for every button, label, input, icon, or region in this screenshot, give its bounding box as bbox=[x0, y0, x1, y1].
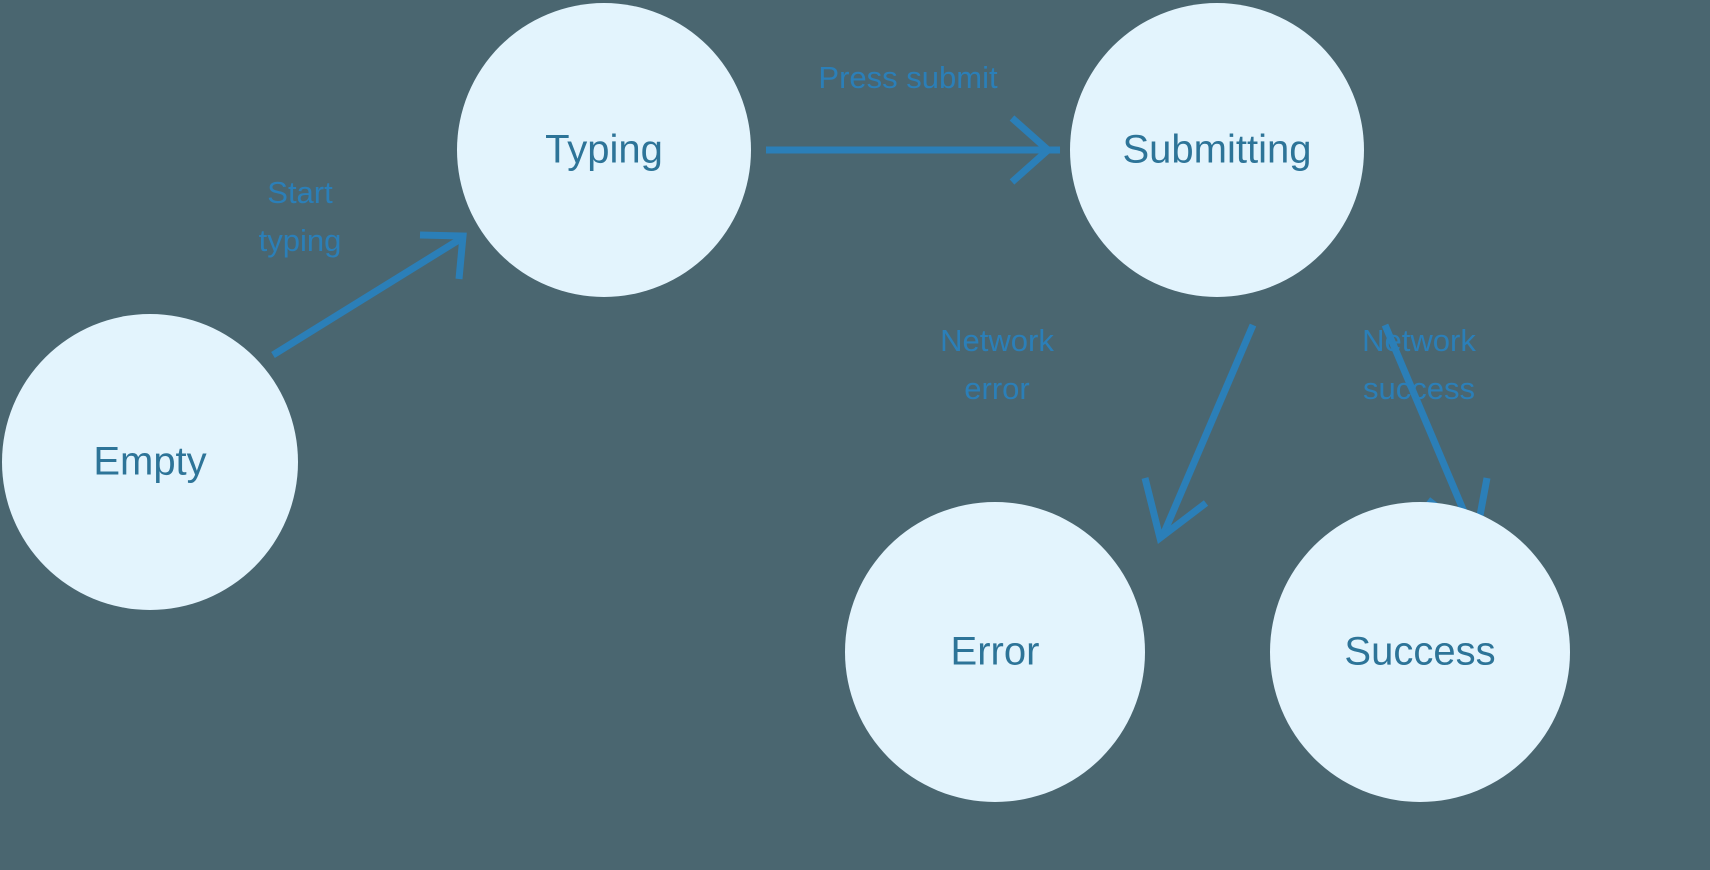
node-submitting-circle[interactable] bbox=[1070, 3, 1364, 297]
edge-label-empty-to-typing: Start typing bbox=[259, 175, 342, 258]
edge-label-submitting-to-success: Network success bbox=[1362, 323, 1476, 406]
node-typing[interactable]: Typing bbox=[457, 3, 751, 297]
edge-empty-to-typing-arrowhead bbox=[419, 231, 467, 280]
edge-submitting-to-error-arrowhead bbox=[1141, 477, 1209, 545]
node-error-label: Error bbox=[951, 630, 1040, 674]
edge-label-network-success-line2: success bbox=[1363, 371, 1475, 406]
node-error-circle[interactable] bbox=[845, 502, 1145, 802]
node-empty[interactable]: Empty bbox=[2, 314, 298, 610]
edge-label-typing-to-submitting: Press submit bbox=[818, 60, 998, 95]
node-success-circle[interactable] bbox=[1270, 502, 1570, 802]
edge-typing-to-submitting bbox=[766, 115, 1060, 185]
edge-label-start-typing-line1: Start bbox=[267, 175, 333, 210]
node-empty-circle[interactable] bbox=[2, 314, 298, 610]
edge-label-network-success-line1: Network bbox=[1362, 323, 1476, 358]
edge-submitting-to-error bbox=[1141, 323, 1257, 545]
node-submitting-label: Submitting bbox=[1123, 128, 1312, 172]
edge-submitting-to-error-line bbox=[1159, 323, 1257, 537]
node-typing-label: Typing bbox=[545, 128, 663, 172]
edge-empty-to-typing bbox=[271, 231, 467, 358]
node-submitting[interactable]: Submitting bbox=[1070, 3, 1364, 297]
node-success-label: Success bbox=[1344, 630, 1495, 674]
edge-label-press-submit-line1: Press submit bbox=[818, 60, 998, 95]
node-typing-circle[interactable] bbox=[457, 3, 751, 297]
edge-label-network-error-line1: Network bbox=[940, 323, 1054, 358]
edge-typing-to-submitting-arrowhead bbox=[1009, 115, 1054, 185]
edge-empty-to-typing-line bbox=[271, 235, 464, 358]
node-success[interactable]: Success bbox=[1270, 502, 1570, 802]
edge-label-start-typing-line2: typing bbox=[259, 223, 342, 258]
node-empty-label: Empty bbox=[93, 440, 206, 484]
edge-label-submitting-to-error: Network error bbox=[940, 323, 1054, 406]
edge-submitting-to-success-line bbox=[1381, 323, 1477, 535]
edge-label-network-error-line2: error bbox=[964, 371, 1029, 406]
node-error[interactable]: Error bbox=[845, 502, 1145, 802]
